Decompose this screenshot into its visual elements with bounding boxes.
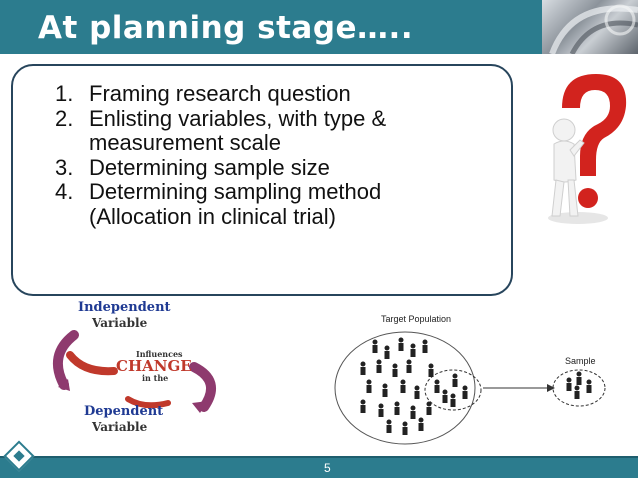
in-the-label: in the — [142, 373, 168, 383]
diamond-logo-inner — [13, 450, 25, 462]
target-population-sampling-diagram: Target Population Sample — [334, 314, 606, 445]
footer-stripe — [0, 456, 638, 458]
corner-decorative-image — [542, 0, 638, 54]
title-bar — [0, 0, 542, 54]
list-item-number: 1. — [55, 81, 74, 106]
dependent-label-line1: Dependent — [84, 404, 163, 419]
footer-bar — [0, 458, 638, 478]
list-item-number: 2. — [55, 105, 74, 131]
corner-swirl-icon — [549, 4, 638, 54]
sample-label: Sample — [565, 356, 596, 366]
change-label: CHANGE — [116, 357, 192, 375]
list-item: 1. Framing research question — [55, 81, 429, 107]
page-number: 5 — [324, 461, 331, 475]
influences-label: Influences — [136, 349, 183, 359]
independent-dependent-cycle-diagram: Independent Variable Influences CHANGE i… — [52, 300, 217, 434]
target-population-label: Target Population — [381, 314, 451, 324]
list-item: 2. Enlisting variables, with type & meas… — [55, 105, 429, 156]
planning-steps-list: 1. Framing research question 2. Enlistin… — [55, 81, 429, 229]
sample-people-icons — [566, 371, 592, 399]
list-item-text: Determining sampling method (Allocation … — [89, 179, 382, 229]
content-box: 1. Framing research question 2. Enlistin… — [11, 64, 513, 296]
independent-label-line1: Independent — [78, 300, 171, 315]
dependent-label-line2: Variable — [91, 420, 148, 434]
arrow-icon — [547, 384, 555, 392]
slide-title: At planning stage….. — [38, 10, 414, 46]
thinking-person-question-mark-icon — [548, 74, 627, 224]
list-item: 3. Determining sample size — [55, 154, 429, 181]
list-item: 4. Determining sampling method (Allocati… — [55, 179, 429, 229]
population-people-icons — [360, 337, 468, 435]
list-item-number: 4. — [55, 179, 74, 204]
independent-label-line2: Variable — [91, 316, 148, 330]
list-item-number: 3. — [55, 154, 74, 180]
list-item-text: Framing research question — [89, 81, 351, 106]
list-item-text: Determining sample size — [89, 154, 330, 180]
list-item-text: Enlisting variables, with type & measure… — [89, 105, 387, 155]
